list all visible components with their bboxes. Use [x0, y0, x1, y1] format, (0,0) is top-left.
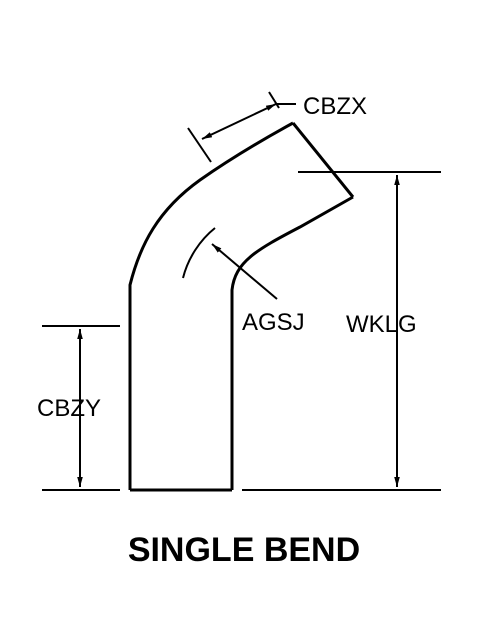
tube-outer-edge — [128, 121, 294, 490]
diagram-title: SINGLE BEND — [128, 531, 360, 569]
bend-width-extension-right — [268, 91, 280, 109]
leg-length-label: CBZY — [37, 395, 101, 422]
tube-inner-edge — [230, 195, 354, 490]
bend-angle-leader-line — [211, 243, 278, 300]
bent-tube-outline — [128, 121, 355, 492]
bend-width-label: CBZX — [303, 93, 367, 120]
bend-angle-arc — [182, 227, 216, 279]
overall-height-label: WKLG — [346, 311, 417, 338]
extension-lines — [42, 91, 441, 491]
bend-angle-label: AGSJ — [242, 309, 305, 336]
bend-width-extension-left — [187, 127, 212, 163]
tube-end-cap — [291, 122, 355, 198]
dimension-lines — [77, 103, 400, 487]
bend-width-dimension-line — [201, 103, 277, 140]
